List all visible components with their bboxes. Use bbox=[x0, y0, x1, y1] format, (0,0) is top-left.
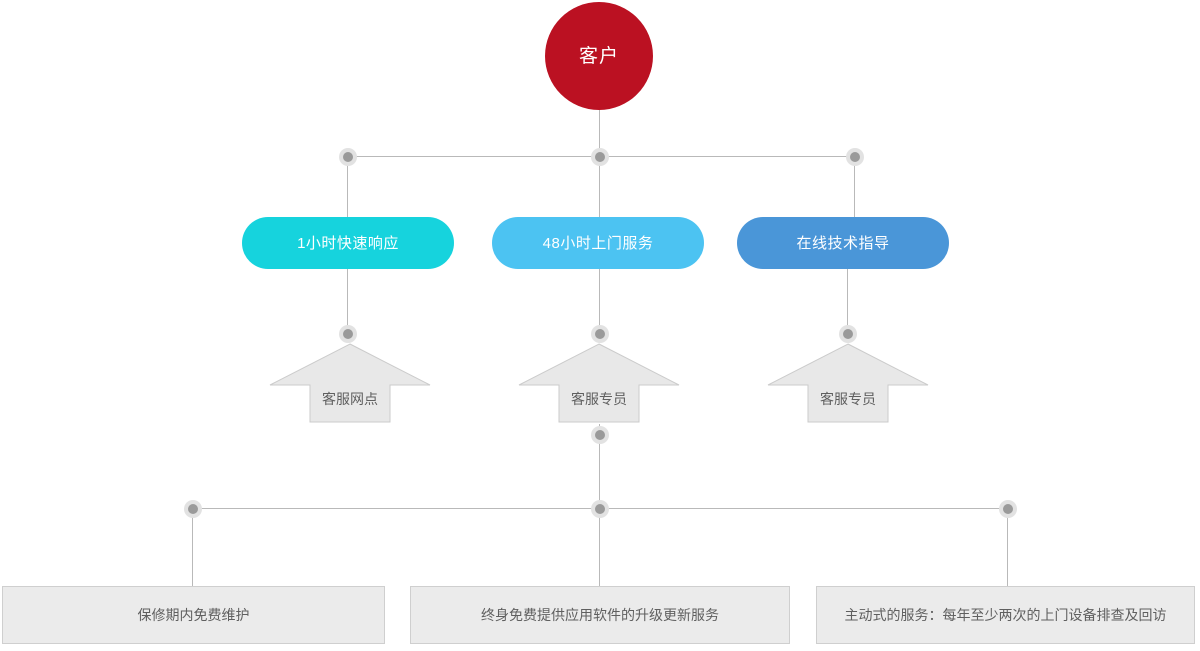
node-commitment-2[interactable]: 终身免费提供应用软件的升级更新服务 bbox=[410, 586, 790, 644]
up-arrow-shape-1 bbox=[269, 343, 431, 423]
node-commitment-2-label: 终身免费提供应用软件的升级更新服务 bbox=[481, 607, 719, 623]
node-commitment-1-label: 保修期内免费维护 bbox=[137, 607, 250, 623]
up-arrow-shape-2 bbox=[518, 343, 680, 423]
node-commitment-1[interactable]: 保修期内免费维护 bbox=[2, 586, 385, 644]
connector-dot-staff-3 bbox=[839, 325, 857, 343]
connector-dot-staff-2 bbox=[591, 325, 609, 343]
node-service-1-label: 1小时快速响应 bbox=[297, 234, 399, 252]
node-commitment-3-label: 主动式的服务：每年至少两次的上门设备排查及回访 bbox=[844, 607, 1167, 623]
node-customer[interactable]: 客户 bbox=[545, 2, 653, 110]
node-commitment-3[interactable]: 主动式的服务：每年至少两次的上门设备排查及回访 bbox=[816, 586, 1195, 644]
connector-bus-to-service-3 bbox=[854, 157, 855, 218]
connector-bus-to-service-2 bbox=[599, 157, 600, 218]
connector-bus-to-commitment-1 bbox=[192, 509, 193, 586]
connector-staff-2-to-commitment-bus bbox=[599, 424, 600, 509]
node-customer-label: 客户 bbox=[578, 45, 619, 67]
connector-bus-to-service-1 bbox=[347, 157, 348, 218]
node-service-2[interactable]: 48小时上门服务 bbox=[492, 217, 704, 269]
connector-bus-to-commitment-3 bbox=[1007, 509, 1008, 586]
connector-bus-to-commitment-2 bbox=[599, 509, 600, 586]
connector-dot-commitment-3 bbox=[999, 500, 1017, 518]
connector-dot-commitment-1 bbox=[184, 500, 202, 518]
connector-dot-staff-1 bbox=[339, 325, 357, 343]
node-service-3-label: 在线技术指导 bbox=[796, 234, 890, 252]
connector-root-to-bus bbox=[599, 105, 600, 157]
node-service-1[interactable]: 1小时快速响应 bbox=[242, 217, 454, 269]
node-staff-1[interactable]: 客服网点 bbox=[268, 342, 432, 424]
connector-service-2-to-staff-2 bbox=[599, 268, 600, 334]
node-service-2-label: 48小时上门服务 bbox=[542, 234, 654, 252]
node-service-3[interactable]: 在线技术指导 bbox=[737, 217, 949, 269]
connector-dot-service-3 bbox=[846, 148, 864, 166]
connector-dot-commitment-2 bbox=[591, 500, 609, 518]
connector-dot-staff-2-下 bbox=[591, 426, 609, 444]
up-arrow-shape-3 bbox=[767, 343, 929, 423]
connector-dot-service-1 bbox=[339, 148, 357, 166]
node-staff-2[interactable]: 客服专员 bbox=[517, 342, 681, 424]
connector-service-3-to-staff-3 bbox=[847, 268, 848, 334]
connector-service-1-to-staff-1 bbox=[347, 268, 348, 334]
node-staff-3[interactable]: 客服专员 bbox=[766, 342, 930, 424]
connector-dot-service-2 bbox=[591, 148, 609, 166]
